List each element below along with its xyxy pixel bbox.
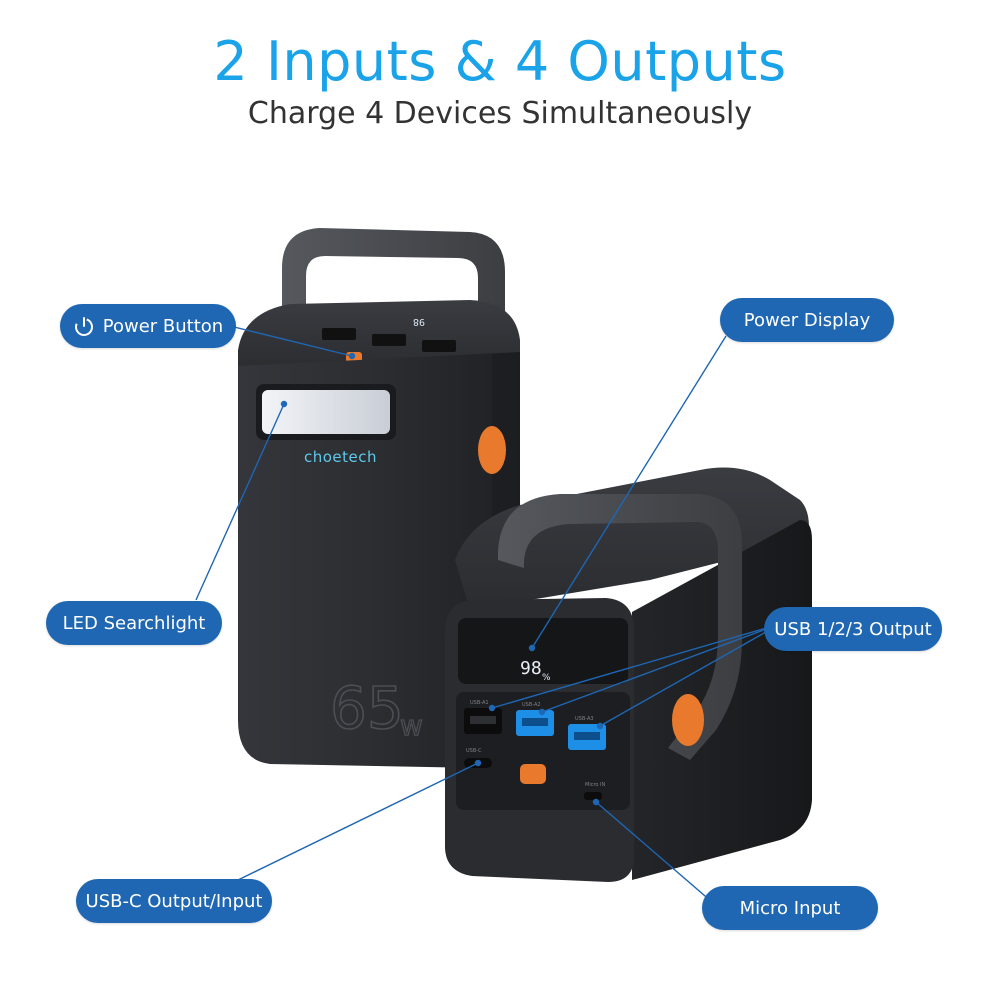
line-power-button xyxy=(229,325,353,357)
left-top-port-1 xyxy=(322,328,356,340)
label-power-display-text: Power Display xyxy=(743,309,871,331)
usb-c-label: USB-C xyxy=(466,748,482,754)
label-usb-output-text: USB 1/2/3 Output xyxy=(774,618,932,640)
usb-a2-label: USB-A2 xyxy=(522,702,541,708)
label-power-display: Power Display xyxy=(720,298,894,342)
label-led-searchlight-text: LED Searchlight xyxy=(62,612,206,634)
line-usb-2 xyxy=(541,623,781,713)
line-power-display xyxy=(531,335,727,649)
label-usb-c-text: USB-C Output/Input xyxy=(85,890,263,912)
left-top-port-2 xyxy=(372,334,406,346)
left-top-port-3 xyxy=(422,340,456,352)
display-percent-sign: % xyxy=(542,673,551,683)
power-display xyxy=(458,618,628,684)
display-percentage: 98 xyxy=(520,658,542,679)
label-led-searchlight: LED Searchlight xyxy=(46,601,222,645)
page-subtitle: Charge 4 Devices Simultaneously xyxy=(247,96,753,131)
left-top-display: 98 xyxy=(413,316,425,327)
page-title: 2 Inputs & 4 Outputs xyxy=(213,30,787,93)
callout-lines xyxy=(195,325,781,903)
wattage-unit: w xyxy=(400,709,423,742)
label-micro-input: Micro Input xyxy=(702,886,878,930)
label-micro-input-text: Micro Input xyxy=(739,897,841,919)
micro-label: Micro IN xyxy=(585,782,606,788)
micro-port xyxy=(584,792,602,800)
left-strap-knob xyxy=(478,426,506,474)
power-icon xyxy=(73,315,95,337)
label-power-button-text: Power Button xyxy=(102,315,224,337)
wattage-mark: 65 xyxy=(330,674,404,742)
line-usbc xyxy=(237,762,479,881)
line-led xyxy=(195,403,285,601)
right-power-bank: 98 % USB-A1 USB-A2 USB-A3 USB-C Micro IN xyxy=(445,467,812,882)
label-usb-output: USB 1/2/3 Output xyxy=(764,607,942,651)
line-usb-3 xyxy=(599,623,781,727)
right-handle xyxy=(497,494,742,760)
right-power-button xyxy=(520,764,546,784)
label-usb-c: USB-C Output/Input xyxy=(76,879,272,923)
right-strap-knob xyxy=(672,694,704,746)
line-micro xyxy=(595,801,713,903)
brand-logo: choetech xyxy=(304,448,377,466)
usb-a1-label: USB-A1 xyxy=(470,700,489,706)
line-usb-1 xyxy=(491,623,781,709)
usb-a3-label: USB-A3 xyxy=(575,716,594,722)
led-searchlight-lamp xyxy=(262,390,390,434)
label-power-button: Power Button xyxy=(60,304,236,348)
